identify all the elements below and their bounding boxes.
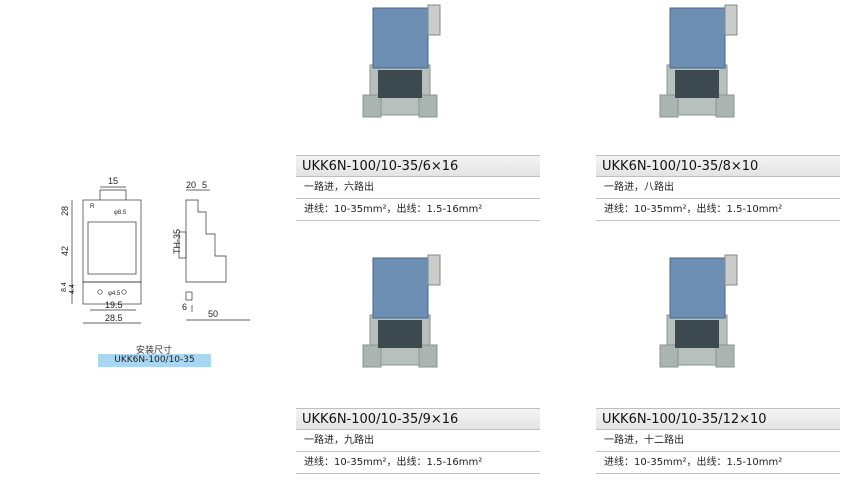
product-spec: 进线：10-35mm²，出线：1.5-10mm² bbox=[596, 452, 840, 474]
dim-mark-r: R bbox=[90, 204, 95, 210]
dim-height-b: 42 bbox=[60, 246, 70, 256]
dim-hole-a: φ8.5 bbox=[114, 210, 127, 216]
product-image-3 bbox=[362, 254, 441, 368]
product-model: UKK6N-100/10-35/8×10 bbox=[596, 155, 840, 177]
product-card-3: UKK6N-100/10-35/9×16 一路进，九路出 进线：10-35mm²… bbox=[296, 408, 540, 474]
product-spec: 进线：10-35mm²，出线：1.5-16mm² bbox=[296, 199, 540, 221]
product-card-2: UKK6N-100/10-35/8×10 一路进，八路出 进线：10-35mm²… bbox=[596, 155, 840, 221]
product-desc: 一路进，六路出 bbox=[296, 177, 540, 199]
dim-outer-width: 28.5 bbox=[105, 313, 123, 323]
product-desc: 一路进，八路出 bbox=[596, 177, 840, 199]
dim-side-d: 50 bbox=[208, 309, 218, 319]
product-model: UKK6N-100/10-35/6×16 bbox=[296, 155, 540, 177]
dim-side-c: 6 bbox=[182, 302, 187, 312]
dim-height-a: 28 bbox=[60, 206, 70, 216]
product-spec: 进线：10-35mm²，出线：1.5-10mm² bbox=[596, 199, 840, 221]
dim-rail: TH-35 bbox=[172, 229, 182, 254]
dim-inner-width: 19.5 bbox=[105, 300, 123, 310]
product-image-1 bbox=[362, 4, 441, 118]
product-desc: 一路进，九路出 bbox=[296, 430, 540, 452]
dim-top-width: 15 bbox=[108, 176, 118, 186]
drawing-caption-model: UKK6N-100/10-35 bbox=[98, 354, 211, 367]
product-card-4: UKK6N-100/10-35/12×10 一路进，十二路出 进线：10-35m… bbox=[596, 408, 840, 474]
product-image-2 bbox=[659, 4, 738, 118]
product-model: UKK6N-100/10-35/9×16 bbox=[296, 408, 540, 430]
dim-small-b: 4.4 bbox=[69, 284, 76, 294]
product-model: UKK6N-100/10-35/12×10 bbox=[596, 408, 840, 430]
product-card-1: UKK6N-100/10-35/6×16 一路进，六路出 进线：10-35mm²… bbox=[296, 155, 540, 221]
product-image-4 bbox=[659, 254, 738, 368]
dim-small-a: 8.4 bbox=[61, 282, 68, 292]
drawing-caption-title: 安装尺寸 bbox=[135, 346, 172, 356]
product-desc: 一路进，十二路出 bbox=[596, 430, 840, 452]
product-spec: 进线：10-35mm²，出线：1.5-16mm² bbox=[296, 452, 540, 474]
dimension-drawing: 15 φ8.5 R 28 42 8.4 4.4 φ4.5 19.5 28.5 2… bbox=[60, 176, 250, 324]
dim-hole-b: φ4.5 bbox=[108, 291, 121, 297]
dim-side-b: 5 bbox=[202, 180, 207, 190]
dim-side-a: 20 bbox=[186, 180, 196, 190]
